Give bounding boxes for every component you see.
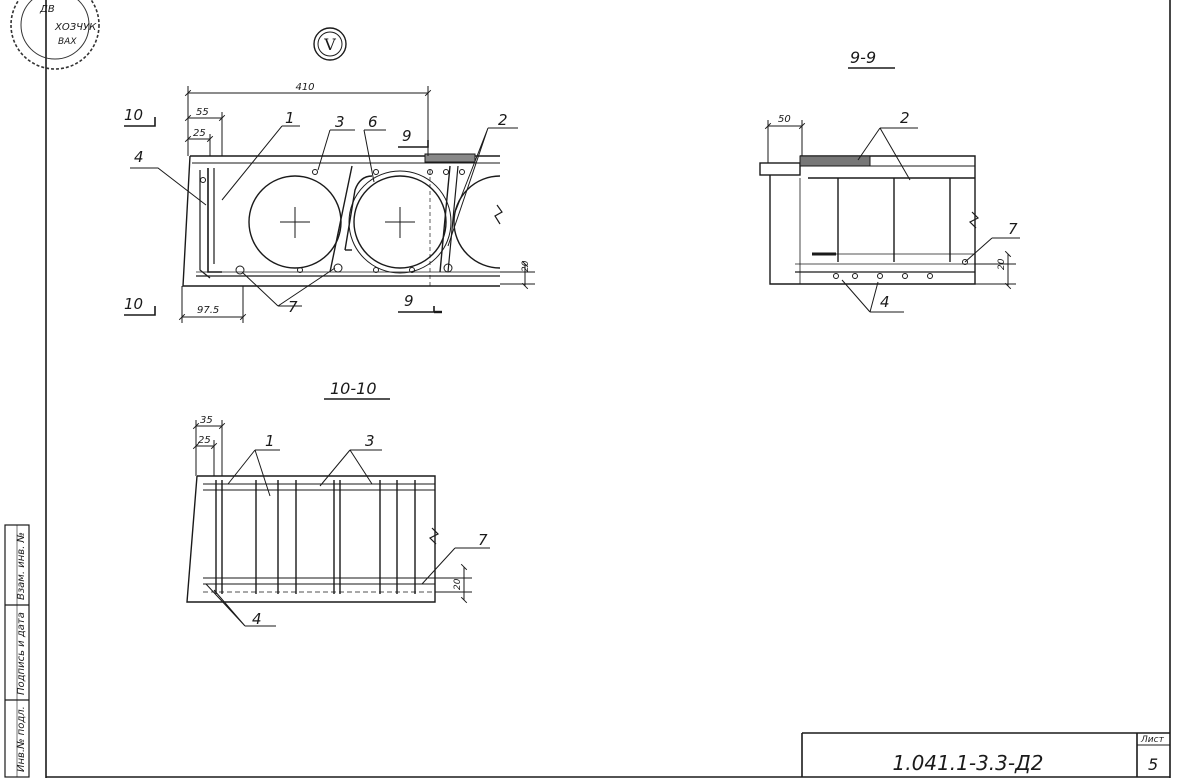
dim-25: 25 (193, 128, 206, 139)
callout-7: 7 (288, 298, 298, 316)
s9-callout-7: 7 (1008, 220, 1018, 238)
stamp-line-2: ХОЗЧУК (54, 22, 97, 33)
section-10-10-title: 10-10 (330, 379, 377, 398)
drawing-code: 1.041.1-3.3-Д2 (893, 751, 1044, 775)
callout-2: 2 (498, 111, 508, 129)
section-9-9-title: 9-9 (850, 48, 876, 67)
title-block (801, 732, 1170, 777)
main-leaders (130, 125, 518, 307)
s10-dim-35: 35 (200, 415, 213, 426)
stamp-line-1: ДВ (39, 4, 55, 15)
callout-6: 6 (368, 113, 378, 131)
cut-marks-main (124, 117, 442, 316)
s9-callout-2: 2 (900, 109, 910, 127)
dim-410: 410 (295, 82, 314, 93)
cut-9-top: 9 (402, 127, 412, 145)
callout-3: 3 (335, 113, 345, 131)
section-10-10 (186, 475, 436, 603)
s10-dim-25: 25 (198, 435, 211, 446)
section-mark-text: V (323, 35, 336, 54)
s10-callout-4: 4 (252, 610, 262, 628)
s10-callout-1: 1 (265, 432, 275, 450)
dim-55: 55 (196, 107, 209, 118)
section-10-10-dims (192, 420, 490, 627)
main-view (182, 153, 501, 287)
section-9-9 (759, 155, 976, 285)
stamp-line-3: ВАХ (58, 37, 77, 47)
s10-dim-20: 20 (453, 578, 463, 590)
s10-callout-3: 3 (365, 432, 375, 450)
section-mark: V (313, 27, 347, 61)
main-dimensions (178, 86, 535, 323)
cut-10-bottom: 10 (124, 295, 143, 313)
s10-callout-7: 7 (478, 531, 488, 549)
callout-4: 4 (134, 148, 144, 166)
side-label-1: Взам. инв. № (16, 532, 27, 600)
side-label-3: Инв.№ подл. (16, 706, 27, 772)
cut-9-bottom: 9 (404, 292, 414, 310)
dim-97-5: 97.5 (197, 305, 219, 316)
side-strip (4, 524, 30, 778)
approval-stamp: ДВ ХОЗЧУК ВАХ (10, 0, 100, 70)
sheet-label: Лист (1140, 735, 1165, 745)
sheet-number: 5 (1148, 755, 1158, 774)
s9-callout-4: 4 (880, 293, 890, 311)
callout-1: 1 (285, 109, 295, 127)
side-label-2: Подпись и дата (16, 612, 27, 695)
dim-20-main: 20 (521, 260, 531, 272)
cut-10-top: 10 (124, 106, 143, 124)
s9-dim-50: 50 (778, 114, 791, 125)
s9-dim-20: 20 (997, 258, 1007, 270)
sheet-frame (45, 0, 1171, 778)
section-9-9-dims (764, 120, 1020, 313)
